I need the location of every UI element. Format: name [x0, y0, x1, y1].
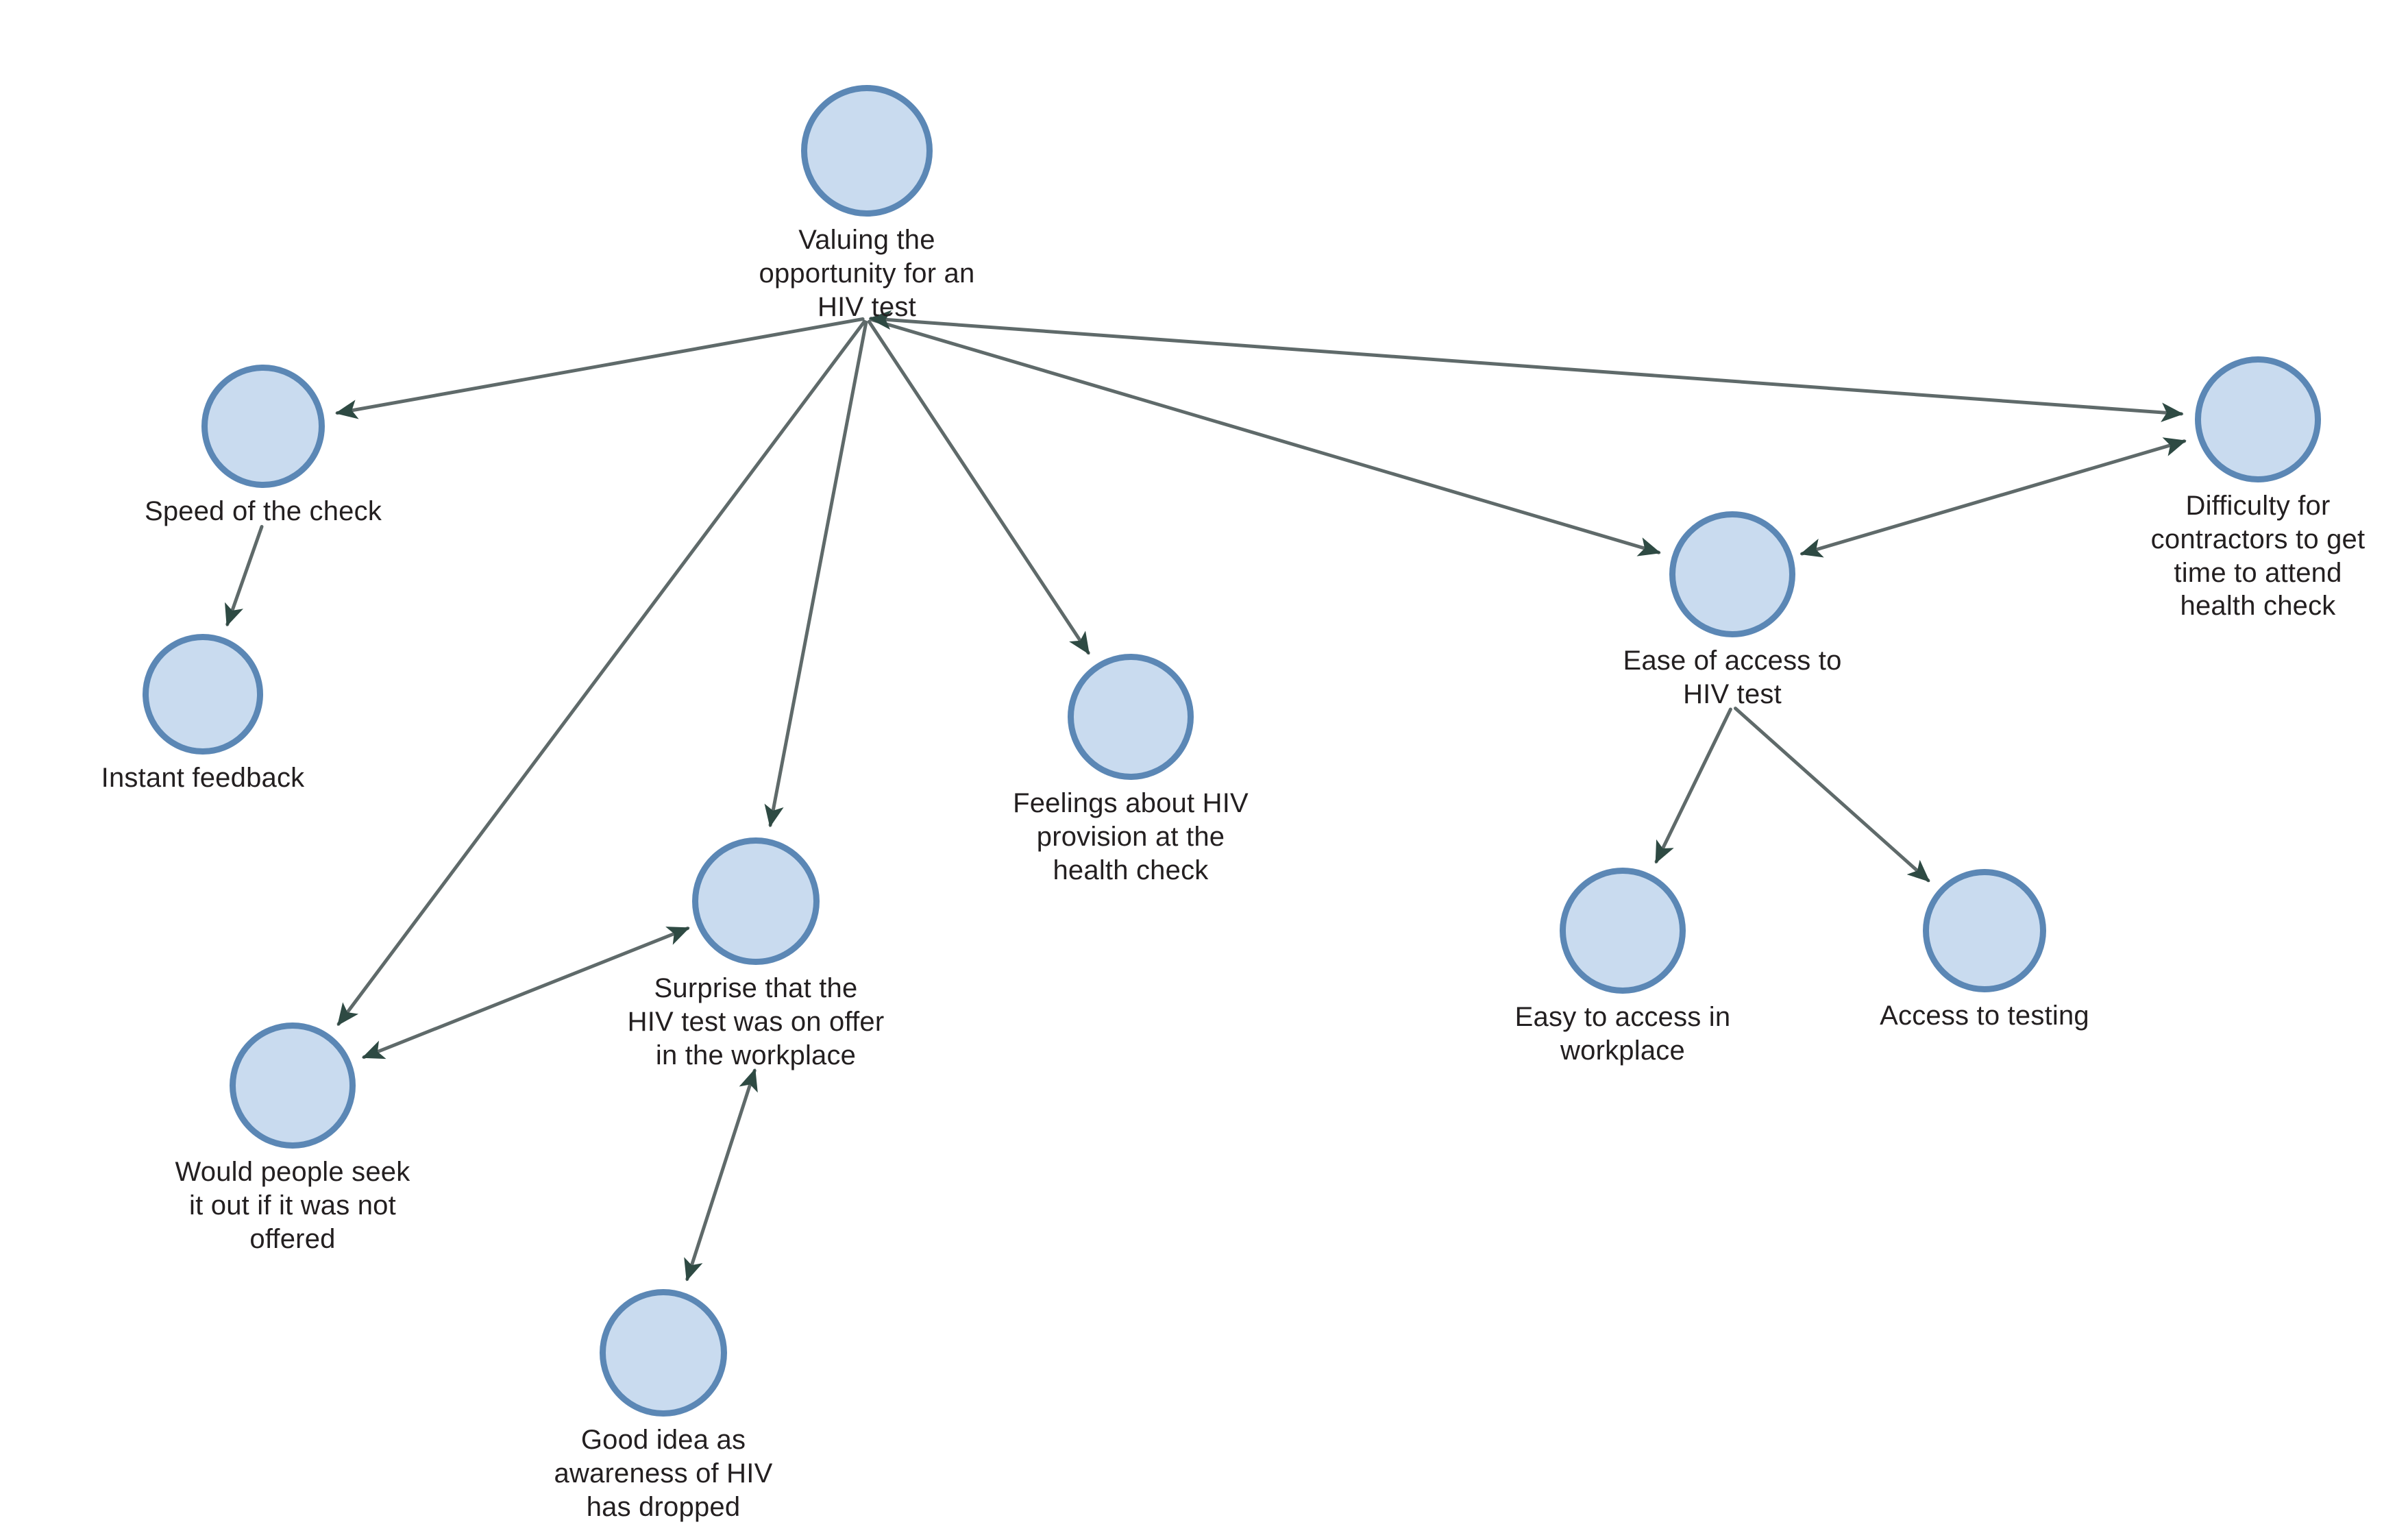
node-label: Valuing the opportunity for an HIV test — [759, 225, 975, 322]
edge-valuing-to-would-seek — [336, 319, 866, 1026]
node-label: Surprise that the HIV test was on offer … — [627, 973, 885, 1070]
edge-valuing-to-speed — [335, 317, 865, 419]
edge-valuing-to-feelings — [867, 319, 1090, 655]
node-circle[interactable] — [1669, 511, 1795, 637]
edges-group — [225, 310, 2187, 1282]
edge-valuing-to-surprise — [764, 320, 868, 828]
node-label: Difficulty for contractors to get time t… — [2150, 491, 2366, 622]
node-circle[interactable] — [801, 85, 933, 217]
edge-speed-to-instant — [225, 525, 264, 627]
node-label: Easy to access in workplace — [1514, 1002, 1731, 1066]
concept-node-instant[interactable]: Instant feedback — [11, 634, 395, 795]
concept-node-difficulty[interactable]: Difficulty for contractors to get time t… — [2066, 356, 2408, 623]
edge-surprise-to-would-seek — [362, 927, 690, 1060]
node-circle[interactable] — [692, 837, 820, 965]
concept-node-feelings[interactable]: Feelings about HIV provision at the heal… — [939, 654, 1323, 887]
node-label: Ease of access to HIV test — [1623, 646, 1842, 709]
edge-ease-access-to-access-testing — [1734, 707, 1930, 883]
concept-node-valuing[interactable]: Valuing the opportunity for an HIV test — [675, 85, 1059, 323]
concept-node-access-testing[interactable]: Access to testing — [1793, 869, 2176, 1033]
concept-node-would-seek[interactable]: Would people seek it out if it was not o… — [101, 1022, 484, 1256]
concept-node-ease-access[interactable]: Ease of access to HIV test — [1540, 511, 1924, 711]
node-circle[interactable] — [1560, 868, 1686, 994]
edge-ease-access-to-easy-workplace — [1654, 707, 1732, 864]
node-circle[interactable] — [230, 1022, 356, 1149]
concept-node-easy-workplace[interactable]: Easy to access in workplace — [1431, 868, 1815, 1068]
node-circle[interactable] — [1068, 654, 1194, 780]
node-circle[interactable] — [600, 1289, 727, 1417]
concept-node-surprise[interactable]: Surprise that the HIV test was on offer … — [564, 837, 948, 1072]
edge-ease-access-to-difficulty — [1799, 437, 2187, 558]
concept-node-speed[interactable]: Speed of the check — [71, 365, 455, 528]
node-label: Feelings about HIV provision at the heal… — [1013, 788, 1249, 885]
node-label: Instant feedback — [101, 763, 305, 793]
concept-node-good-idea[interactable]: Good idea as awareness of HIV has droppe… — [471, 1289, 855, 1523]
node-label: Speed of the check — [144, 496, 382, 526]
node-label: Access to testing — [1880, 1001, 2089, 1031]
node-label: Good idea as awareness of HIV has droppe… — [554, 1425, 773, 1522]
edge-surprise-to-good-idea — [684, 1068, 758, 1282]
node-circle[interactable] — [2195, 356, 2321, 482]
node-circle[interactable] — [201, 365, 325, 488]
node-label: Would people seek it out if it was not o… — [175, 1157, 410, 1254]
node-circle[interactable] — [143, 634, 263, 755]
edge-valuing-to-difficulty — [868, 310, 2184, 423]
node-circle[interactable] — [1923, 869, 2046, 992]
